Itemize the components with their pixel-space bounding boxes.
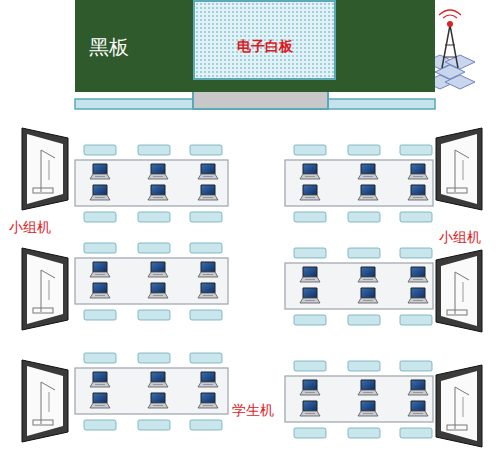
student-laptop bbox=[90, 262, 110, 277]
group-monitor bbox=[436, 365, 482, 447]
student-laptop bbox=[90, 185, 110, 200]
student-laptop bbox=[198, 262, 218, 277]
group-computer-label: 小组机 bbox=[438, 229, 482, 247]
stool bbox=[138, 212, 170, 222]
group-table bbox=[75, 160, 228, 206]
group-monitor bbox=[22, 248, 68, 330]
student-laptop bbox=[408, 267, 428, 282]
stool bbox=[348, 145, 380, 155]
stool bbox=[190, 145, 222, 155]
stool bbox=[348, 361, 380, 371]
student-laptop bbox=[198, 372, 218, 387]
student-laptop bbox=[358, 380, 378, 395]
student-laptop bbox=[198, 283, 218, 298]
student-laptop bbox=[148, 164, 168, 179]
student-laptop bbox=[148, 393, 168, 408]
student-laptop bbox=[300, 288, 320, 303]
student-laptop bbox=[358, 401, 378, 416]
stool bbox=[400, 145, 432, 155]
student-laptop bbox=[90, 283, 110, 298]
electronic-whiteboard: 电子白板 bbox=[193, 0, 336, 80]
student-laptop bbox=[358, 185, 378, 200]
student-laptop bbox=[148, 372, 168, 387]
stool bbox=[294, 248, 326, 258]
student-laptop bbox=[90, 372, 110, 387]
group-monitor bbox=[436, 250, 482, 332]
group-monitor bbox=[22, 128, 68, 210]
stool bbox=[84, 212, 116, 222]
student-laptop bbox=[198, 393, 218, 408]
student-laptop bbox=[358, 267, 378, 282]
board-label: 黑板 bbox=[89, 34, 129, 61]
student-laptop bbox=[358, 288, 378, 303]
stool bbox=[84, 353, 116, 363]
student-laptop bbox=[198, 164, 218, 179]
stool bbox=[138, 145, 170, 155]
stool bbox=[294, 315, 326, 325]
whiteboard-label: 电子白板 bbox=[195, 38, 334, 56]
stool bbox=[294, 212, 326, 222]
group-table bbox=[285, 160, 433, 206]
student-laptop bbox=[408, 401, 428, 416]
student-laptop bbox=[300, 185, 320, 200]
stool bbox=[190, 310, 222, 320]
stool bbox=[348, 248, 380, 258]
student-laptop bbox=[300, 380, 320, 395]
stool bbox=[400, 248, 432, 258]
stool bbox=[138, 420, 170, 430]
student-laptop bbox=[300, 401, 320, 416]
stool bbox=[348, 315, 380, 325]
student-laptop bbox=[358, 164, 378, 179]
stool bbox=[400, 361, 432, 371]
stool bbox=[84, 420, 116, 430]
student-laptop bbox=[148, 262, 168, 277]
stool bbox=[348, 428, 380, 438]
stool bbox=[138, 353, 170, 363]
stool bbox=[400, 212, 432, 222]
stool bbox=[190, 353, 222, 363]
student-laptop bbox=[408, 164, 428, 179]
stool bbox=[84, 145, 116, 155]
student-laptop bbox=[300, 164, 320, 179]
stool bbox=[294, 145, 326, 155]
stool bbox=[84, 243, 116, 253]
stool bbox=[190, 212, 222, 222]
group-monitor bbox=[22, 360, 68, 442]
group-table bbox=[75, 368, 228, 414]
stool bbox=[138, 243, 170, 253]
stool bbox=[84, 310, 116, 320]
student-laptop bbox=[90, 164, 110, 179]
student-laptop bbox=[300, 267, 320, 282]
group-table bbox=[285, 263, 433, 309]
stool bbox=[190, 243, 222, 253]
stool bbox=[400, 315, 432, 325]
student-laptop bbox=[148, 283, 168, 298]
stool bbox=[348, 212, 380, 222]
stool bbox=[294, 361, 326, 371]
group-computer-label: 小组机 bbox=[8, 219, 52, 237]
student-laptop bbox=[408, 185, 428, 200]
student-laptop bbox=[90, 393, 110, 408]
group-table bbox=[75, 258, 228, 304]
student-laptop bbox=[148, 185, 168, 200]
stool bbox=[400, 428, 432, 438]
stool bbox=[190, 420, 222, 430]
student-laptop bbox=[408, 288, 428, 303]
group-monitor bbox=[436, 128, 482, 210]
student-laptop bbox=[408, 380, 428, 395]
stool bbox=[294, 428, 326, 438]
stool bbox=[138, 310, 170, 320]
student-laptop bbox=[198, 185, 218, 200]
student-computer-label: 学生机 bbox=[231, 402, 275, 420]
group-table bbox=[285, 376, 433, 422]
